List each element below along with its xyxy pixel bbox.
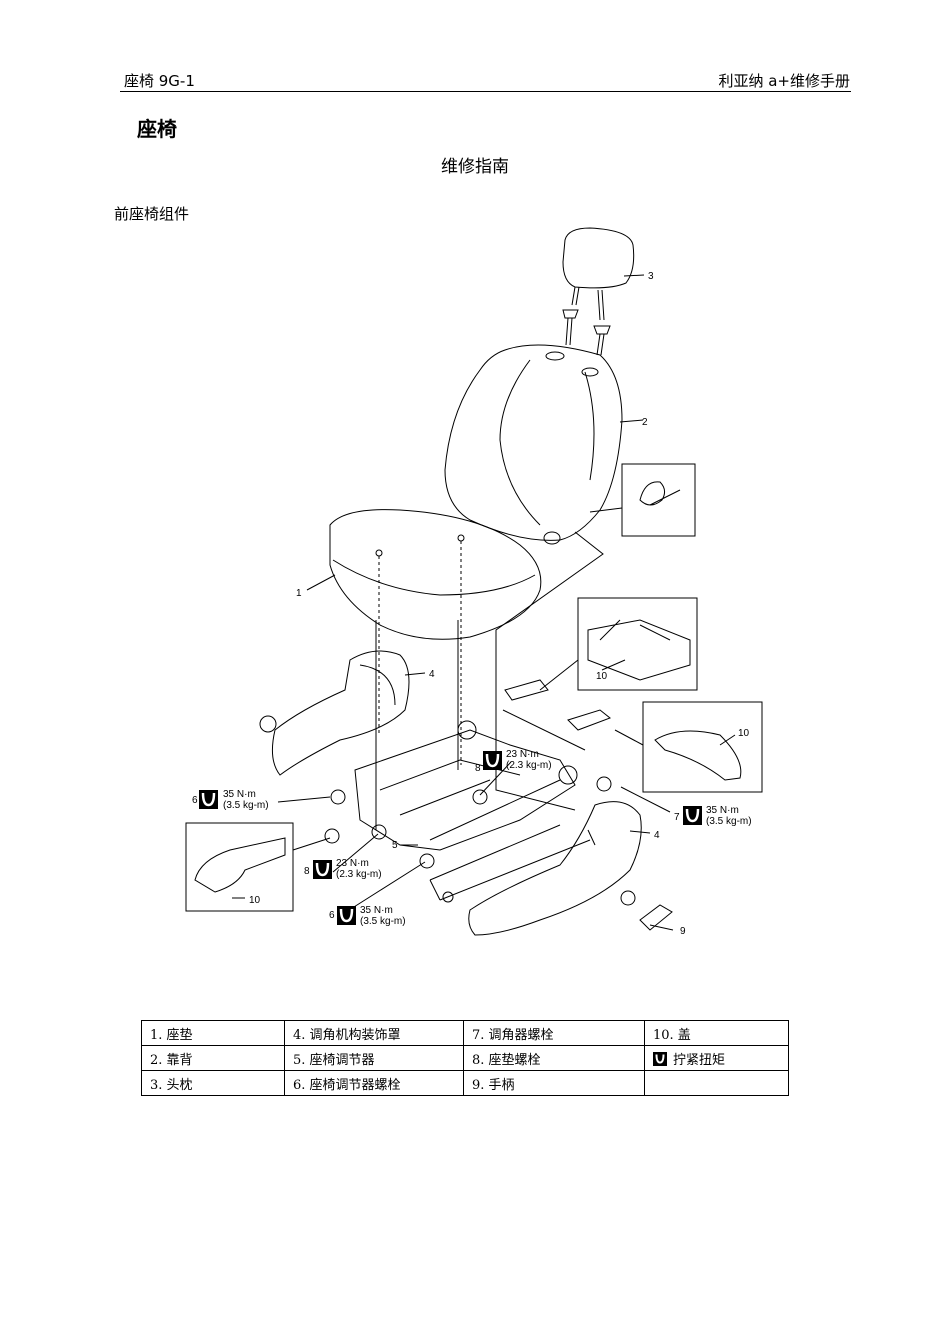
svg-text:23 N·m: 23 N·m <box>336 858 369 869</box>
callout-4-right: 4 <box>654 830 660 841</box>
header-left: 座椅 9G-1 <box>124 72 195 90</box>
headrest-drawing <box>562 227 635 356</box>
section-title: 座椅 <box>137 117 177 141</box>
torque-label-6-bottom: 35 N·m (3.5 kg-m) <box>337 905 406 927</box>
callout-4-left: 4 <box>429 669 435 680</box>
callout-10-right: 10 <box>738 728 750 739</box>
callout-6-left: 6 <box>192 795 198 806</box>
table-row: 1. 座垫 4. 调角机构装饰罩 7. 调角器螺栓 10. 盖 <box>141 1020 789 1046</box>
svg-text:(2.3 kg-m): (2.3 kg-m) <box>336 869 382 880</box>
legend-cell-torque: 拧紧扭矩 <box>644 1045 789 1071</box>
legend-cell: 4. 调角机构装饰罩 <box>284 1020 464 1046</box>
callout-1: 1 <box>296 588 302 599</box>
recliner-cover-left-drawing <box>271 650 410 776</box>
handle-drawing <box>639 904 673 931</box>
clip-detail-inset <box>621 463 696 537</box>
callout-5: 5 <box>392 840 398 851</box>
callout-8-top: 8 <box>475 763 481 774</box>
svg-text:(3.5 kg-m): (3.5 kg-m) <box>706 816 752 827</box>
callout-2: 2 <box>642 417 648 428</box>
callout-10-upper: 10 <box>596 671 608 682</box>
callout-8-bottom: 8 <box>304 866 310 877</box>
legend-cell: 9. 手柄 <box>463 1070 645 1096</box>
table-row: 2. 靠背 5. 座椅调节器 8. 座垫螺栓 拧紧扭矩 <box>141 1045 789 1071</box>
legend-cell: 6. 座椅调节器螺栓 <box>284 1070 464 1096</box>
legend-cell: 2. 靠背 <box>141 1045 285 1071</box>
svg-text:35 N·m: 35 N·m <box>223 789 256 800</box>
legend-cell <box>644 1070 789 1096</box>
cover-detail-inset-upper <box>577 597 698 691</box>
torque-wrench-icon <box>653 1051 667 1066</box>
header-right: 利亚纳 a+维修手册 <box>718 72 850 90</box>
legend-cell: 1. 座垫 <box>141 1020 285 1046</box>
callout-10-left: 10 <box>249 895 261 906</box>
seat-cushion-drawing <box>329 509 542 640</box>
svg-text:(3.5 kg-m): (3.5 kg-m) <box>223 800 269 811</box>
table-row: 3. 头枕 6. 座椅调节器螺栓 9. 手柄 <box>141 1070 789 1096</box>
legend-cell: 7. 调角器螺栓 <box>463 1020 645 1046</box>
svg-text:(3.5 kg-m): (3.5 kg-m) <box>360 916 406 927</box>
callout-7: 7 <box>674 812 680 823</box>
header-rule <box>120 91 851 92</box>
svg-text:23 N·m: 23 N·m <box>506 749 539 760</box>
callout-6-bottom: 6 <box>329 910 335 921</box>
torque-label-7: 35 N·m (3.5 kg-m) <box>683 805 752 827</box>
legend-cell: 10. 盖 <box>644 1020 789 1046</box>
sub-title: 前座椅组件 <box>114 205 190 223</box>
svg-text:(2.3 kg-m): (2.3 kg-m) <box>506 760 552 771</box>
cover-detail-inset-left <box>185 822 294 912</box>
bolt-symbols <box>259 715 636 906</box>
seatback-drawing <box>444 344 623 545</box>
cover-detail-inset-right <box>642 701 763 793</box>
seat-exploded-diagram: 1 2 3 4 4 5 6 6 7 8 8 9 10 10 10 35 N·m … <box>185 227 763 937</box>
torque-legend-label: 拧紧扭矩 <box>673 1052 726 1068</box>
seat-adjuster-drawing <box>354 720 591 903</box>
torque-label-6-left: 35 N·m (3.5 kg-m) <box>199 789 269 811</box>
recliner-cover-right-drawing <box>468 801 642 936</box>
center-title: 维修指南 <box>441 157 509 177</box>
callout-9: 9 <box>680 926 686 937</box>
svg-text:35 N·m: 35 N·m <box>706 805 739 816</box>
torque-label-8-bottom: 23 N·m (2.3 kg-m) <box>313 858 382 880</box>
legend-cell: 3. 头枕 <box>141 1070 285 1096</box>
torque-label-8-top: 23 N·m (2.3 kg-m) <box>483 749 552 771</box>
legend-cell: 5. 座椅调节器 <box>284 1045 464 1071</box>
legend-cell: 8. 座垫螺栓 <box>463 1045 645 1071</box>
svg-text:35 N·m: 35 N·m <box>360 905 393 916</box>
callout-3: 3 <box>648 271 654 282</box>
parts-legend-table: 1. 座垫 4. 调角机构装饰罩 7. 调角器螺栓 10. 盖 2. 靠背 5.… <box>141 1020 789 1096</box>
